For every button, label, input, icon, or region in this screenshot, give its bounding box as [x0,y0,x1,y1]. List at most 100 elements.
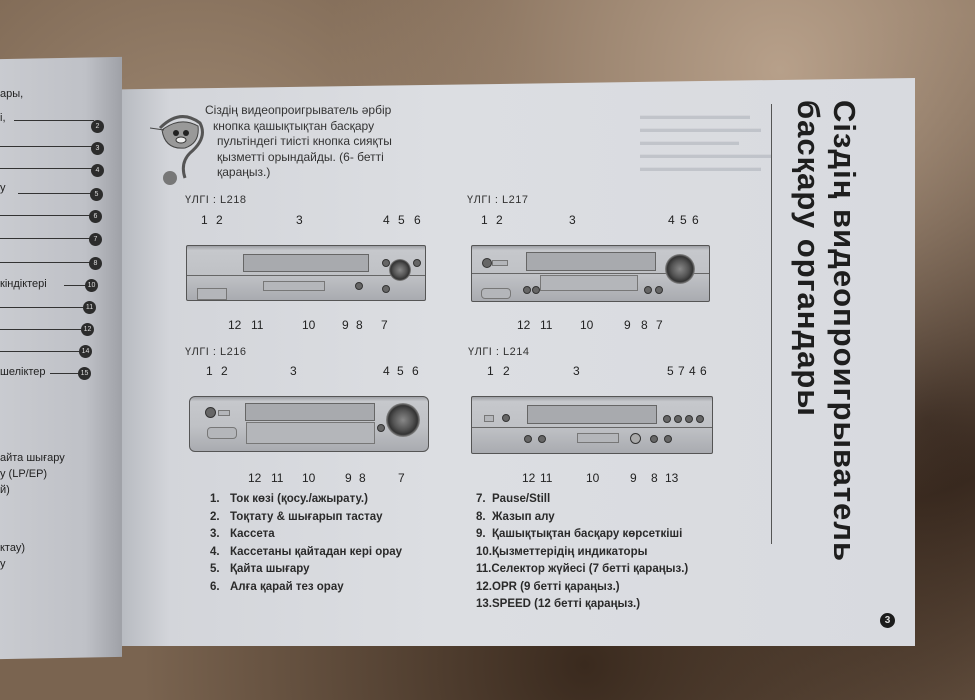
vcr-front-l218 [186,245,426,301]
leader-line [0,146,94,147]
callout-number: 10 [302,471,316,485]
callout-number: 3 [569,213,576,227]
left-fragment: ктау) [0,542,26,554]
page-number-badge: 3 [880,613,895,628]
ffwd-button [696,415,704,423]
left-fragment: ары, [0,88,24,100]
callout-number: 3 [296,213,303,227]
panel-divider [472,273,709,274]
jog-dial [665,254,695,284]
callout-number: 4 [383,213,390,227]
legend-item: 3.Кассета [210,528,275,540]
power-button [205,407,216,418]
leader-line [0,307,86,308]
legend-item: 6.Алға қарай тез орау [210,580,344,593]
callout-number: 10 [586,471,600,485]
callout-number: 6 [414,213,421,227]
eject-button [492,260,508,266]
callout-number: 11 [271,471,284,485]
callout-number: 5 [397,364,404,378]
cassette-slot [526,252,656,271]
callout-number: 10 [302,318,316,332]
leader-line [14,120,94,121]
callout-badge: 10 [85,279,98,292]
logo-plate [207,427,237,439]
leader-line [0,238,92,239]
model-label-l218: ҮЛГІ : L218 [185,194,247,206]
callout-number: 12 [517,318,531,332]
cassette-slot [527,405,657,424]
record-button [650,435,658,443]
leader-line [0,168,94,169]
speed-button [664,435,672,443]
callout-number: 5 [680,213,687,227]
mascot-icon [150,115,204,185]
leader-line [0,262,92,263]
legend-item: 2.Тоқтату & шығарып тастау [210,510,383,523]
callout-number: 13 [665,471,679,485]
callout-badge: 11 [83,301,96,314]
legend-right: 7.Pause/Still 8.Жазып алу 9.Қашықтықтан … [476,491,688,614]
left-fragment: і, [0,112,6,124]
callout-number: 9 [345,471,352,485]
power-button [482,258,492,268]
callout-number: 6 [692,213,699,227]
callout-number: 8 [356,318,363,332]
vcr-front-l214 [471,396,713,454]
callout-badge: 7 [89,233,102,246]
intro-line: қызметті орындайды. (6- бетті [217,149,384,164]
left-fragment: у [0,182,6,194]
legend-item: 4.Кассетаны қайтадан кері орау [210,545,403,558]
left-fragment: й) [0,484,10,496]
callout-badge: 5 [90,188,103,201]
callout-number: 6 [412,364,419,378]
intro-line: қараңыз.) [217,165,271,179]
system-selector-button [532,286,540,294]
play-button [663,415,671,423]
callout-number: 5 [398,213,405,227]
opr-button [523,286,531,294]
leader-line [64,285,86,286]
callout-badge: 12 [81,323,94,336]
leader-line [0,215,92,216]
legend-item: 9.Қашықтықтан басқару көрсеткіші [476,528,683,540]
left-fragment: шеліктер [0,366,46,378]
left-fragment: у [0,558,6,570]
leader-line [18,193,92,194]
callout-number: 7 [656,318,663,332]
callout-number: 11 [540,318,553,332]
callout-number: 4 [668,213,675,227]
callout-number: 5 [667,364,674,378]
callout-number: 4 [383,364,390,378]
panel-divider [187,275,425,276]
callout-badge: 14 [79,345,92,358]
callout-number: 7 [398,471,405,485]
legend-item: 11.Селектор жүйесі (7 бетті қараңыз.) [476,563,689,575]
callout-number: 1 [201,213,208,227]
remote-sensor [630,433,641,444]
cassette-slot [243,254,369,272]
intro-line: Сіздің видеопроигрыватель әрбір [205,103,392,117]
left-fragment: кіндіктері [0,278,47,290]
logo-plate [197,288,227,300]
leader-line [0,351,82,352]
cassette-slot [245,403,375,421]
callout-number: 6 [700,364,707,378]
callout-number: 7 [381,318,388,332]
callout-number: 12 [248,471,262,485]
pause-button [382,285,390,293]
callout-number: 11 [540,471,553,485]
jog-dial [389,259,411,281]
callout-badge: 15 [78,367,91,380]
callout-number: 9 [624,318,631,332]
rewind-button [685,415,693,423]
callout-badge: 2 [91,120,104,133]
model-label-l216: ҮЛГІ : L216 [185,346,247,358]
logo-plate [481,288,511,299]
right-page [122,78,915,646]
power-button [484,415,494,422]
title-rule [771,104,772,544]
eject-button [218,410,230,416]
legend-item: 8.Жазып алу [476,510,555,523]
pause-button [655,286,663,294]
